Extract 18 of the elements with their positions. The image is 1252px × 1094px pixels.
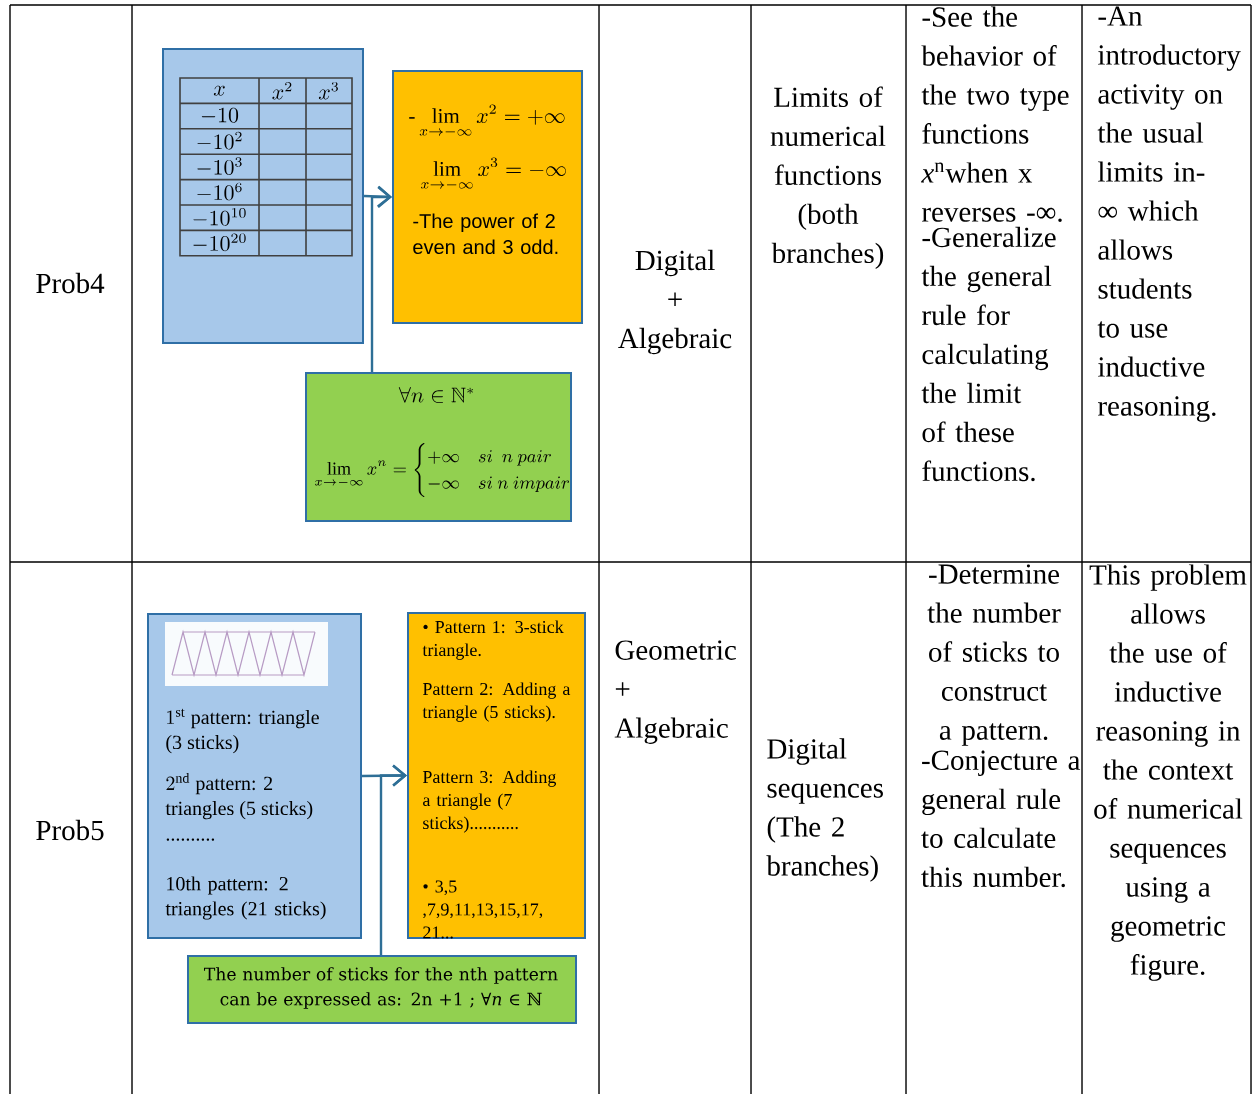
description-text: This problem allows the use of inductive reasoning in the context of numerical sequences using a geometric figure. [1089,564,1247,981]
topic-text: Limits of numerical functions (both branches) [770,86,886,269]
objective-text: -Conjecture a general rule to calculate this number. [921,750,1081,888]
topic-text: Digital sequences (The 2 branches) [766,738,883,882]
register-text: Digital + Algebraic [618,249,732,355]
row-heading: Prob5 [36,819,104,841]
arrow [370,186,392,372]
arrow [379,764,407,955]
description-text: -An introductory activity on the usual limits in-∞ which allows students to use inductive reasoning. [1097,6,1241,422]
result-box: • Pattern 1: 3-stick triangle. Pattern 2: Adding a triangle (5 sticks). Pattern 3: Adding a triangle (7 sticks)........... • 3,5 ,7,9,11,13,15,17, 21... [407,612,586,939]
result-box: $\text{-}\lim_{x\to-\infty} x^{2} = +\infty$ $\lim_{x\to-\infty} x^{3} = -\infty$ -The power of 2 even and 3 odd. [392,70,583,324]
objective-text: -Determine the number of sticks to construct a pattern. [927,564,1061,746]
pattern-panel: $\begin{array}{@{}l@{}}1^{\text{st}}\text{ pattern: triangle}\\ \text{(3 sticks)}\end{array}$ $\begin{array}{@{}l@{}}2^{\text{nd}}\text{ pattern: 2}\\ \text{triangles (5 sticks)}\end{array}$ .......... 10th pattern: 2 triangles (21 sticks) [147,613,362,939]
row-heading: Prob4 [36,272,105,294]
objective-text: -Generalize the general rule for calculating the limit of these functions. [921,226,1056,482]
objective-text: -See the behavior of the two type functions x$^{n}$when x reverses -∞. [921,6,1069,222]
register-text: Geometric + Algebraic [614,640,736,744]
table-panel: $x$ $x^{2}$ $x^{3}$ $-10$ $-10^{2}$ $-10^{3}$ $-10^{6}$ $-10^{10}$ $-10^{20}$ [162,48,364,344]
